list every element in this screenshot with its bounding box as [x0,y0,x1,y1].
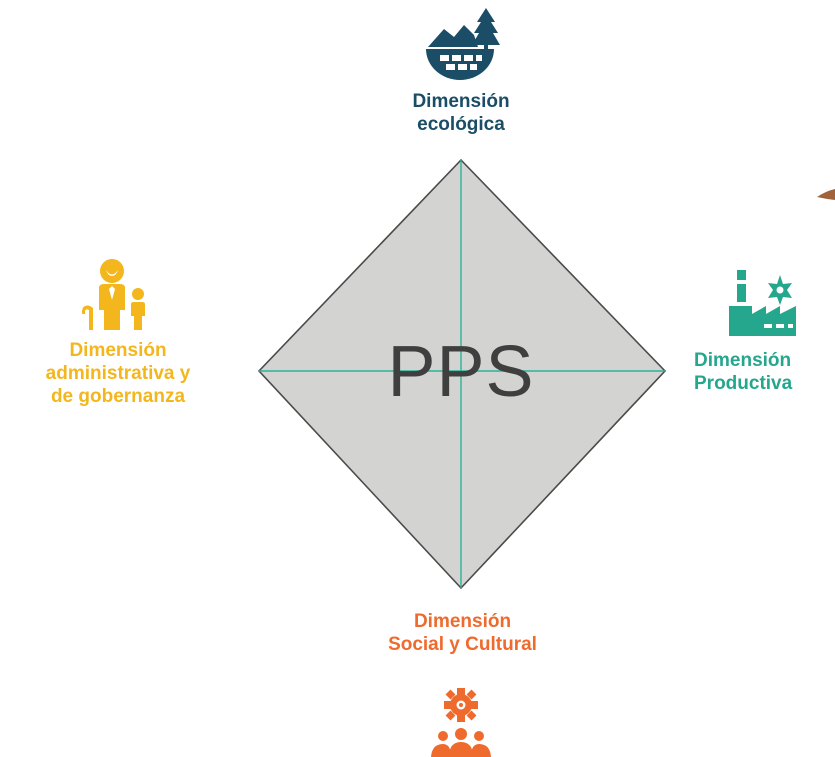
dimension-ecologica-label: Dimensión ecológica [380,90,542,136]
social-line-2: Social y Cultural [388,634,537,655]
ecologica-line-1: Dimensión [412,91,510,112]
globe-tree-icon [426,8,500,80]
people-gear-icon [431,688,491,757]
social-line-1: Dimensión [413,611,512,632]
administrativa-line-3: de gobernanza [50,386,186,407]
ecologica-line-2: ecológica [417,114,505,135]
productiva-line-1: Dimensión [694,350,792,371]
dimension-social-label: Dimensión Social y Cultural [340,610,585,656]
productiva-line-2: Productiva [694,373,793,394]
dimension-productiva-label: Dimensión Productiva [694,349,834,395]
family-icon [82,259,145,330]
administrativa-line-1: Dimensión [69,340,167,361]
dimension-administrativa-label: Dimensión administrativa y de gobernanza [20,339,216,408]
factory-icon [729,270,796,336]
center-label: PPS [387,332,535,412]
decorative-mark [817,189,835,200]
administrativa-line-2: administrativa y [45,363,191,384]
